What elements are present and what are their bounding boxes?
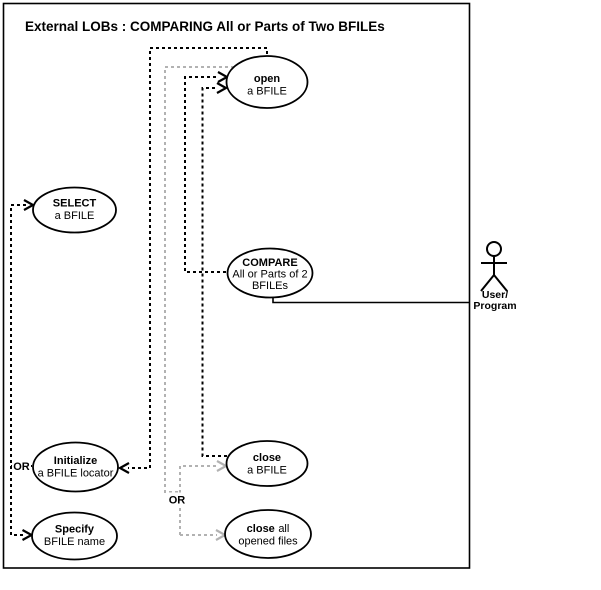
actor-compare-association	[272, 296, 469, 304]
or-label-left: OR	[12, 458, 31, 473]
usecase-initialize-label-1: Initialize	[54, 455, 97, 467]
actor-label-2: Program	[473, 300, 516, 312]
usecase-select-label-1: SELECT	[53, 198, 97, 210]
or-left-text: OR	[13, 461, 30, 473]
gray-arrowhead-into-close-all	[215, 529, 228, 541]
arrowhead-into-open-upper	[217, 71, 230, 83]
gray-branch-close	[179, 465, 217, 535]
usecase-specify-bfile-name: Specify BFILE name	[31, 511, 118, 561]
actor-body	[480, 256, 508, 292]
usecase-select-a-bfile: SELECT a BFILE	[32, 186, 117, 234]
usecase-initialize-locator: Initialize a BFILE locator	[32, 441, 119, 493]
or-center-text: OR	[169, 495, 186, 507]
usecase-open-label-1: open	[254, 73, 281, 85]
usecase-close-a-bfile: close a BFILE	[225, 440, 309, 487]
arrowhead-into-specify	[21, 529, 34, 541]
usecase-compare-label-2: All or Parts of 2	[232, 269, 307, 281]
or-label-center: OR	[167, 492, 187, 507]
usecase-select-label-2: a BFILE	[55, 210, 95, 222]
usecase-open-a-bfile: open a BFILE	[225, 55, 309, 109]
dep-compare-to-open-line	[184, 76, 232, 273]
usecase-specify-label-2: BFILE name	[44, 536, 105, 548]
dep-open-to-close-gray-line	[164, 66, 240, 493]
usecase-compare-label-3: BFILEs	[252, 280, 289, 292]
actor-user-program: User/ Program	[473, 241, 517, 312]
usecase-initialize-label-2: a BFILE locator	[38, 468, 114, 480]
dep-open-to-initialize-line	[128, 47, 268, 469]
arrowhead-into-initialize	[117, 462, 130, 474]
usecase-close-all-label-2: opened files	[238, 536, 298, 548]
usecase-close-label-2: a BFILE	[247, 465, 287, 477]
usecase-specify-label-1: Specify	[55, 524, 95, 536]
system-boundary	[2, 2, 471, 569]
actor-head	[486, 241, 502, 257]
usecase-close-label-1: close	[253, 452, 281, 464]
usecase-open-label-2: a BFILE	[247, 86, 287, 98]
actor-label-1: User/	[482, 289, 508, 301]
arrowhead-into-open-lower	[216, 82, 229, 94]
alt-chain-left-line	[10, 204, 26, 536]
gray-arrowhead-into-close	[216, 460, 229, 472]
usecase-compare-label-1: COMPARE	[242, 257, 297, 269]
usecase-compare: COMPARE All or Parts of 2 BFILEs	[226, 247, 314, 299]
diagram-title: External LOBs : COMPARING All or Parts o…	[25, 19, 385, 34]
